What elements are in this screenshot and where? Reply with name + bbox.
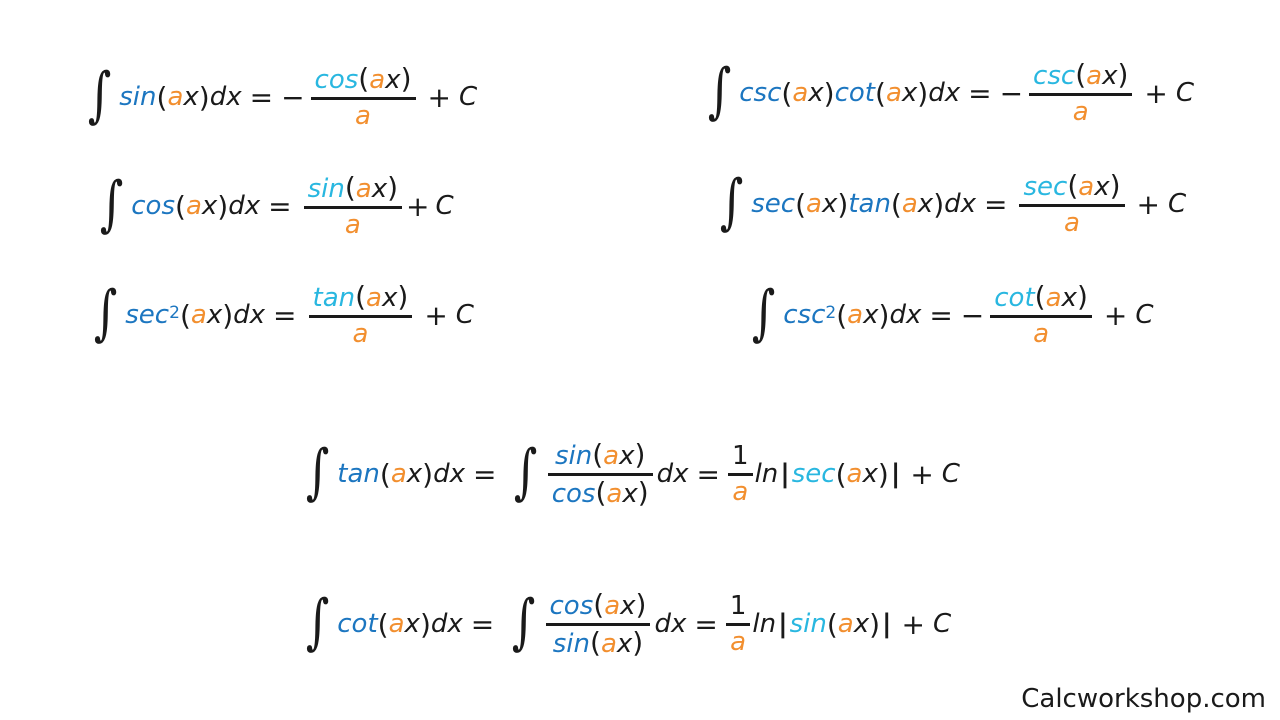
const-a: a — [167, 82, 184, 113]
fraction: sin(ax) cos(ax) — [547, 439, 653, 509]
integral-sign: ∫ — [751, 278, 776, 349]
integral-sign: ∫ — [99, 169, 124, 240]
integral-sign: ∫ — [707, 56, 732, 127]
fraction: sin(ax) a — [303, 172, 403, 239]
integral-sign: ∫ — [305, 437, 330, 508]
integral-sign: ∫ — [87, 60, 112, 131]
fraction: cos(ax) a — [310, 63, 416, 130]
integral-sign: ∫ — [512, 587, 536, 658]
watermark: Calcworkshop.com — [1021, 684, 1266, 714]
fraction: tan(ax) a — [308, 281, 413, 348]
func-sin: sin — [119, 82, 157, 113]
fraction: csc(ax) a — [1029, 59, 1133, 126]
fraction: cos(ax) sin(ax) — [545, 589, 651, 659]
fraction-one-over-a: 1 a — [725, 592, 751, 656]
fraction: cot(ax) a — [990, 281, 1092, 348]
integral-sign: ∫ — [93, 278, 118, 349]
integral-sign: ∫ — [719, 167, 744, 238]
integral-sign: ∫ — [514, 437, 538, 508]
fraction-one-over-a: 1 a — [728, 442, 753, 506]
integral-sign: ∫ — [305, 587, 330, 658]
fraction: sec(ax) a — [1019, 170, 1125, 237]
